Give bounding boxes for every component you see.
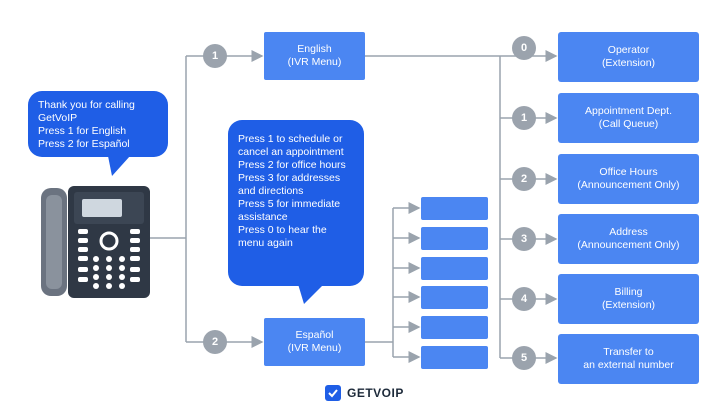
destination-title: Office Hours <box>599 166 658 178</box>
destination-number-badge: 2 <box>512 167 536 191</box>
destination-title: Billing <box>614 286 643 298</box>
english-route-badge: 1 <box>203 44 227 68</box>
destination-number-badge: 4 <box>512 287 536 311</box>
greeting-line: GetVoIP <box>38 112 78 124</box>
option-line: Press 1 to schedule or <box>238 133 343 145</box>
getvoip-logo: GETVOIP <box>325 385 404 401</box>
destination-billing: Billing (Extension) <box>558 274 699 324</box>
destination-subtitle: (Extension) <box>601 57 656 69</box>
option-line: assistance <box>238 211 288 223</box>
ivr-options-speech-bubble: Press 1 to schedule or cancel an appoint… <box>228 120 364 286</box>
spanish-route-badge: 2 <box>203 330 227 354</box>
english-menu-title: English <box>297 43 332 55</box>
destination-title: Operator <box>607 44 650 56</box>
greeting-line: Press 2 for Español <box>38 138 130 150</box>
destination-subtitle: an external number <box>583 359 674 371</box>
destination-transfer: Transfer to an external number <box>558 334 699 384</box>
desk-phone-icon <box>41 186 150 298</box>
destination-subtitle: (Call Queue) <box>598 118 659 130</box>
greeting-line: Press 1 for English <box>38 125 127 137</box>
destination-title: Transfer to <box>603 346 654 358</box>
option-line: Press 3 for addresses <box>238 172 341 184</box>
spanish-option-box <box>421 257 488 280</box>
option-line: Press 5 for immediate <box>238 198 341 210</box>
destination-address: Address (Announcement Only) <box>558 214 699 264</box>
logo-text: GETVOIP <box>347 386 404 400</box>
option-line: cancel an appointment <box>238 146 344 158</box>
spanish-option-box <box>421 316 488 339</box>
greeting-line: Thank you for calling <box>38 99 135 111</box>
spanish-option-box <box>421 227 488 250</box>
spanish-option-box <box>421 197 488 220</box>
option-line: and directions <box>238 185 304 197</box>
greeting-bubble-tail <box>108 156 130 176</box>
checkmark-logo-icon <box>325 385 341 401</box>
destination-number-badge: 1 <box>512 106 536 130</box>
spanish-menu-title: Español <box>295 329 334 341</box>
option-line: Press 0 to hear the <box>238 224 327 236</box>
option-line: Press 2 for office hours <box>238 159 346 171</box>
destination-office-hours: Office Hours (Announcement Only) <box>558 154 699 204</box>
destination-number-badge: 0 <box>512 36 536 60</box>
greeting-speech-bubble: Thank you for calling GetVoIP Press 1 fo… <box>28 91 168 157</box>
english-menu-subtitle: (IVR Menu) <box>287 56 342 68</box>
destination-number-badge: 3 <box>512 227 536 251</box>
destination-subtitle: (Announcement Only) <box>577 179 680 191</box>
spanish-option-box <box>421 346 488 369</box>
option-line: menu again <box>238 237 293 249</box>
destination-subtitle: (Announcement Only) <box>577 239 680 251</box>
destination-title: Appointment Dept. <box>585 105 672 117</box>
english-ivr-menu-box: English (IVR Menu) <box>264 32 365 80</box>
spanish-ivr-menu-box: Español (IVR Menu) <box>264 318 365 366</box>
destination-number-badge: 5 <box>512 346 536 370</box>
spanish-menu-subtitle: (IVR Menu) <box>287 342 342 354</box>
destination-title: Address <box>609 226 648 238</box>
destination-operator: Operator (Extension) <box>558 32 699 82</box>
options-bubble-tail <box>298 284 324 304</box>
destination-subtitle: (Extension) <box>601 299 656 311</box>
spanish-option-box <box>421 286 488 309</box>
destination-appointment-dept: Appointment Dept. (Call Queue) <box>558 93 699 143</box>
